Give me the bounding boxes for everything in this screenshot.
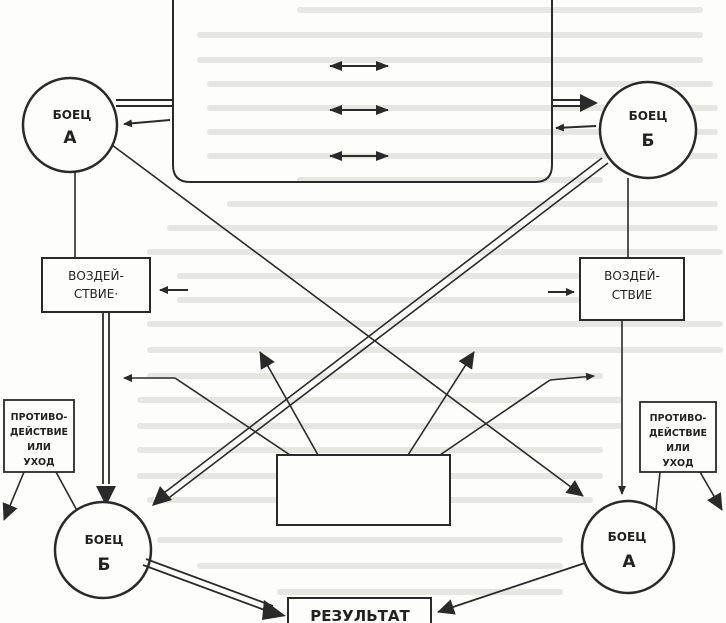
fighter-a-bottom-letter: А [622,552,636,572]
fighter-b-bottom-circle [53,500,153,600]
impact-box-left [41,257,151,313]
counter-right-line1: ПРОТИВО- [650,413,707,424]
fighter-b-bottom-word: БОЕЦ [85,533,124,547]
fighter-a-top-word: БОЕЦ [53,108,92,122]
counter-right-line3: ИЛИ [666,443,690,454]
counter-left-line3: ИЛИ [27,442,51,453]
counter-left-line1: ПРОТИВО- [11,412,68,423]
counter-right-line2: ДЕЙСТВИЕ [649,427,707,439]
arrow-to-fighter-b-bottom [152,486,172,506]
result-box [287,597,432,623]
arrow-to-fighter-a-top [123,119,171,128]
counter-left-line4: УХОД [23,457,54,468]
top-bracket-container [172,0,553,183]
fighter-a-top-circle [21,76,119,174]
fighter-b-top-word: БОЕЦ [629,109,668,123]
arrow-to-fighter-b-top [580,94,598,112]
counter-right-line4: УХОД [662,458,693,469]
arrow-b-to-result [262,600,286,620]
fighter-a-top-letter: А [63,128,77,148]
diagonal-a-to-a [111,144,584,497]
fighter-a-bottom-circle [580,499,676,595]
counter-left-line2: ДЕЙСТВИЕ [10,426,68,438]
fighter-b-top-letter: Б [642,131,655,151]
counter-box-left [3,399,75,473]
counter-box-right [639,401,717,473]
impact-right-line1: ВОЗДЕЙ- [604,268,660,283]
impact-right-line2: СТВИЕ [612,288,653,302]
result-label: РЕЗУЛЬТАТ [310,607,410,623]
center-box [276,454,451,526]
fighter-a-bottom-word: БОЕЦ [608,530,647,544]
arrow-a-to-result [437,562,586,615]
fighter-b-top-circle [598,80,698,180]
fighter-b-bottom-letter: Б [98,555,111,575]
impact-box-right [579,257,685,321]
impact-left-line2: СТВИЕ· [74,287,118,301]
impact-left-line1: ВОЗДЕЙ- [68,268,124,283]
